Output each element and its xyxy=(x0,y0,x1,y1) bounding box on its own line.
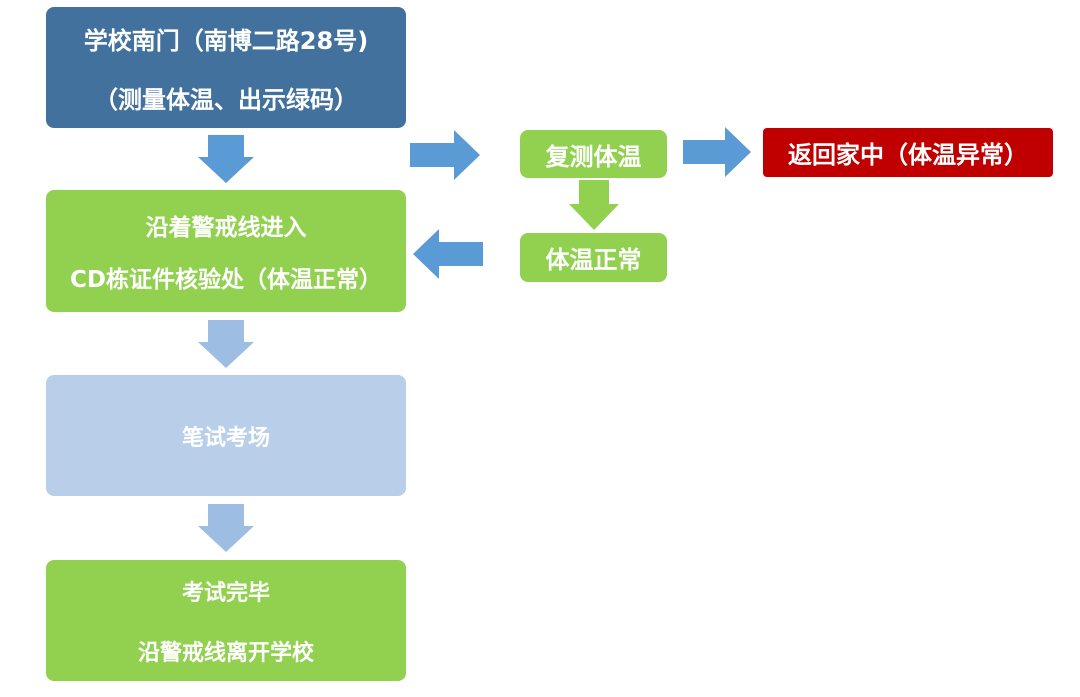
exam-room-label: 笔试考场 xyxy=(181,425,270,451)
id-check-line2: CD栋证件核验处（体温正常） xyxy=(70,267,382,293)
exam-finish-node: 考试完毕 沿警戒线离开学校 xyxy=(46,560,406,681)
exam-room-node: 笔试考场 xyxy=(46,375,406,496)
arrow-right-to-retest xyxy=(410,130,480,180)
arrow-right-to-home xyxy=(683,127,751,177)
exam-finish-line2: 沿警戒线离开学校 xyxy=(137,640,314,666)
entrance-line2: （测量体温、出示绿码） xyxy=(94,85,358,114)
arrow-left-to-check xyxy=(413,229,483,279)
return-home-node: 返回家中（体温异常） xyxy=(763,128,1053,177)
arrow-down-2 xyxy=(198,320,254,368)
temperature-normal-label: 体温正常 xyxy=(545,246,642,274)
temperature-normal-node: 体温正常 xyxy=(520,233,667,282)
arrow-down-1 xyxy=(198,135,254,183)
entrance-line1: 学校南门（南博二路28号) xyxy=(83,26,369,55)
retest-temperature-node: 复测体温 xyxy=(520,130,667,178)
id-check-node: 沿着警戒线进入 CD栋证件核验处（体温正常） xyxy=(46,190,406,312)
arrow-down-retest-normal xyxy=(569,180,619,230)
entrance-node: 学校南门（南博二路28号) （测量体温、出示绿码） xyxy=(46,7,406,128)
id-check-line1: 沿着警戒线进入 xyxy=(145,215,307,241)
retest-label: 复测体温 xyxy=(545,142,642,171)
arrow-down-3 xyxy=(198,504,254,552)
exam-finish-line1: 考试完毕 xyxy=(181,580,270,606)
return-home-label: 返回家中（体温异常） xyxy=(788,141,1028,169)
